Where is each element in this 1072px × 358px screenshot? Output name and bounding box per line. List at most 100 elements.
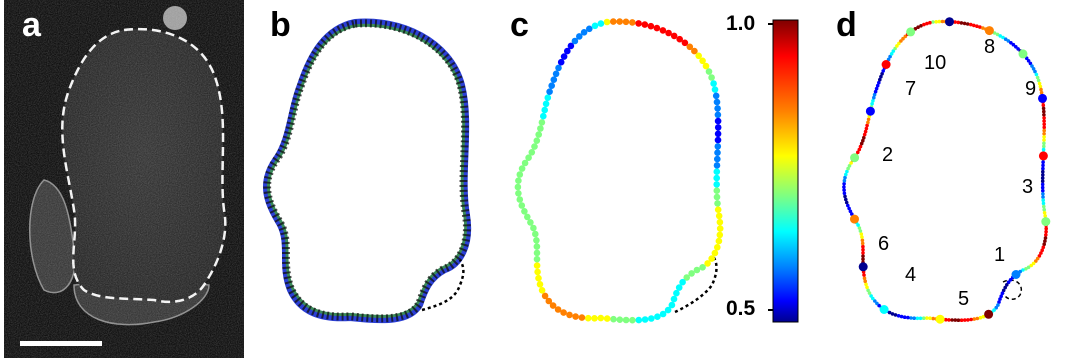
contour-point <box>1043 214 1047 218</box>
image-noise <box>4 0 244 358</box>
contour-point <box>603 315 611 322</box>
contour-point <box>1042 211 1047 215</box>
contour-point <box>1042 128 1046 133</box>
contour-point <box>872 95 876 100</box>
contour-point <box>934 20 938 24</box>
contour-point <box>525 154 532 161</box>
contour-point <box>550 76 558 83</box>
contour-point <box>699 264 706 271</box>
contour-point <box>1043 239 1047 243</box>
contour-point <box>865 285 869 290</box>
contour-point <box>715 212 723 220</box>
contour-point <box>683 274 690 281</box>
colormap-panel: c <box>490 0 730 358</box>
contour-point <box>893 313 898 317</box>
contour-point <box>890 312 895 316</box>
contour-point <box>712 92 720 100</box>
contour-point <box>1042 141 1046 146</box>
contour-point <box>572 313 579 320</box>
contour-point <box>859 232 864 236</box>
contour-point <box>1037 254 1042 258</box>
contour-point <box>1038 84 1043 89</box>
contour-point <box>1041 160 1045 164</box>
contour-point <box>861 244 865 249</box>
contour-point <box>714 117 722 125</box>
outline-panel: b <box>250 0 482 358</box>
contour-point <box>537 125 544 132</box>
contour-point <box>1042 135 1046 139</box>
contour-point <box>1024 267 1028 271</box>
contour-point <box>535 131 542 138</box>
contour-point <box>1003 37 1008 41</box>
contour-point <box>571 37 579 45</box>
contour-point <box>842 178 847 183</box>
contour-point <box>647 22 655 30</box>
contour-point <box>903 34 908 39</box>
contour-point <box>975 316 980 321</box>
contour-point <box>702 62 710 70</box>
contour-point <box>610 315 617 323</box>
contour-point <box>516 196 524 203</box>
contour-point <box>686 43 694 51</box>
contour-point <box>715 237 723 245</box>
contour-point <box>897 41 901 46</box>
contour-point <box>864 282 868 287</box>
sample-ticks <box>263 19 471 323</box>
contour-point <box>679 278 686 286</box>
contour-point <box>1042 125 1046 130</box>
contour-point <box>714 206 722 213</box>
contour-point <box>1041 192 1045 196</box>
site-marker <box>1038 151 1048 161</box>
contour-point <box>1041 188 1045 193</box>
contour-point <box>998 34 1002 38</box>
contour-point <box>931 20 935 24</box>
contour-point <box>959 21 964 25</box>
contour-point <box>528 149 536 156</box>
site-marker <box>935 314 945 324</box>
contour-point <box>866 117 871 122</box>
contour-point <box>1042 242 1046 246</box>
contour-point <box>1031 261 1036 266</box>
contour-point <box>675 284 683 291</box>
contour-point <box>940 19 945 24</box>
contour-point <box>681 39 689 47</box>
contour-point <box>843 175 847 180</box>
contour-point <box>1042 204 1046 209</box>
contour-point <box>978 315 983 320</box>
contour-point <box>1016 47 1020 51</box>
panel-label-d: d <box>836 6 857 44</box>
site-marker <box>850 153 860 163</box>
contour-point <box>560 309 567 316</box>
contour-point <box>862 273 866 277</box>
contour-point <box>969 22 973 27</box>
contour-point <box>713 174 720 182</box>
contour-point <box>1034 72 1039 77</box>
contour-point <box>870 102 874 106</box>
contour-point <box>586 25 593 33</box>
contour-point <box>866 288 870 293</box>
contour-point <box>965 22 970 26</box>
contour-point <box>540 112 547 120</box>
site-marker <box>881 60 891 69</box>
contour-point <box>867 291 872 295</box>
contour-point <box>1042 138 1046 142</box>
contour-point <box>538 119 546 126</box>
contour-point <box>518 202 526 209</box>
contour-point <box>1030 64 1034 68</box>
contour-point <box>714 143 722 150</box>
site-label-7: 7 <box>905 78 917 100</box>
contour-point <box>695 52 702 60</box>
site-marker <box>984 26 994 36</box>
contour-point <box>847 164 852 168</box>
contour-point <box>714 155 721 163</box>
contour-point <box>521 208 528 215</box>
contour-point <box>622 316 630 324</box>
contour-point <box>861 138 865 143</box>
contour-point <box>514 183 522 191</box>
contour-point <box>843 194 847 199</box>
contour-point <box>981 26 985 30</box>
contour-point <box>713 168 721 175</box>
contour-point <box>1044 229 1048 234</box>
contour-point <box>844 200 849 205</box>
contour-point <box>858 144 863 149</box>
